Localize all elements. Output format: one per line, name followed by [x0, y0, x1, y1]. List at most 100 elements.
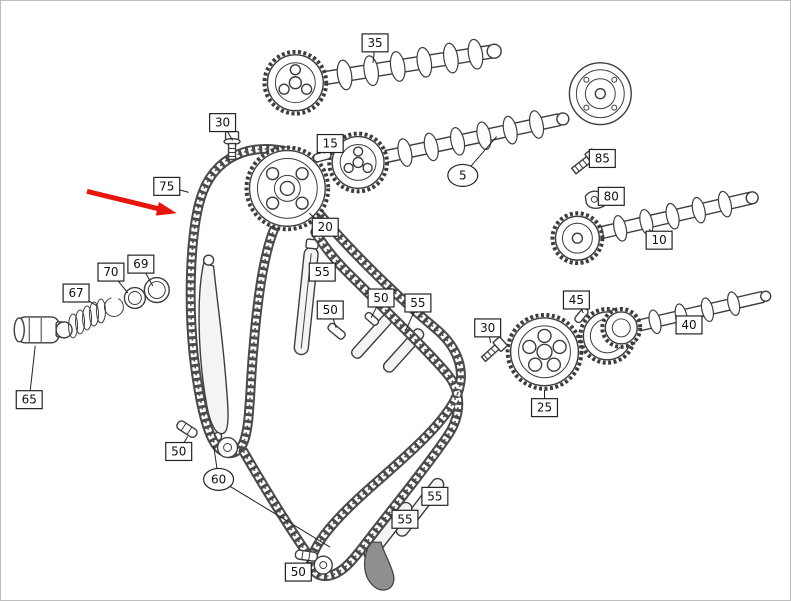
part-label-50[interactable]: 50: [284, 562, 312, 582]
part-label-50[interactable]: 50: [367, 288, 395, 308]
part-labels-layer: 30 35 15 5 85 80 10 75 20 55 70 69 67 50 55 50 30 45 40 65 2…: [15, 33, 703, 582]
timing-chain-link-strand: [238, 446, 314, 561]
part-number-55: 55: [397, 512, 412, 526]
part-label-55[interactable]: 55: [421, 486, 449, 506]
part-label-box-50[interactable]: [284, 562, 312, 582]
part-number-70: 70: [103, 265, 118, 279]
part-label-80[interactable]: 80: [597, 186, 625, 206]
part-label-55[interactable]: 55: [391, 509, 419, 529]
part-label-10[interactable]: 10: [645, 230, 673, 250]
part-label-40[interactable]: 40: [675, 315, 703, 335]
part-number-50: 50: [323, 303, 338, 317]
part-label-50[interactable]: 50: [316, 300, 344, 320]
crank-hub-bottom-inner: [319, 561, 328, 570]
part-label-55[interactable]: 55: [308, 262, 336, 282]
part-label-box-25[interactable]: [530, 398, 559, 418]
part-label-box-20[interactable]: [311, 217, 339, 237]
part-label-box-60[interactable]: [203, 467, 235, 491]
part-label-box-69[interactable]: [127, 254, 155, 274]
tensioner-rail-55-upper: [293, 238, 320, 356]
part-number-35: 35: [367, 36, 382, 50]
part-number-30: 30: [215, 116, 230, 130]
part-number-85: 85: [595, 151, 610, 165]
part-label-box-75[interactable]: [153, 176, 181, 196]
cam-sprocket-40: [578, 306, 643, 365]
camshaft-40: [636, 290, 772, 335]
part-label-box-10[interactable]: [645, 230, 673, 250]
part-label-box-67[interactable]: [62, 283, 90, 303]
part-label-box-30[interactable]: [474, 318, 502, 338]
part-label-30[interactable]: 30: [474, 318, 502, 338]
part-label-box-45[interactable]: [562, 290, 590, 310]
seal-ring-70: [143, 276, 170, 304]
part-label-70[interactable]: 70: [97, 262, 125, 282]
part-number-30: 30: [480, 321, 495, 335]
camshaft-35: [320, 38, 502, 91]
part-number-65: 65: [22, 393, 37, 407]
part-label-65[interactable]: 65: [15, 390, 43, 410]
guide-rail-long-60: [198, 254, 229, 442]
crank-hub-left-inner: [223, 443, 233, 452]
cam-sprocket-20: [244, 145, 331, 232]
crank-hub-bottom: [313, 555, 333, 575]
part-label-35[interactable]: 35: [361, 33, 389, 53]
part-number-45: 45: [569, 293, 584, 307]
cam-sprocket-10: [550, 211, 605, 266]
leader-line-60: [218, 478, 331, 548]
part-number-60: 60: [211, 472, 226, 486]
part-label-box-55[interactable]: [391, 509, 419, 529]
snap-ring-67: [103, 297, 124, 317]
part-label-30[interactable]: 30: [209, 113, 237, 133]
part-label-box-55[interactable]: [404, 293, 432, 313]
part-number-50: 50: [171, 444, 186, 458]
part-number-10: 10: [652, 233, 667, 247]
part-label-box-50[interactable]: [165, 441, 193, 462]
part-number-75: 75: [159, 179, 174, 193]
part-number-50: 50: [291, 565, 306, 579]
part-label-box-55[interactable]: [421, 486, 449, 506]
part-label-box-15[interactable]: [316, 133, 344, 154]
part-label-box-50[interactable]: [316, 300, 344, 320]
part-number-50: 50: [373, 291, 388, 305]
part-label-25[interactable]: 25: [530, 398, 559, 418]
part-label-69[interactable]: 69: [127, 254, 155, 274]
part-number-25: 25: [537, 401, 552, 415]
part-number-67: 67: [68, 286, 83, 300]
part-label-20[interactable]: 20: [311, 217, 339, 237]
pin-50-rail: [364, 311, 380, 326]
part-label-55[interactable]: 55: [404, 293, 432, 313]
part-label-85[interactable]: 85: [588, 148, 616, 169]
part-label-box-65[interactable]: [15, 390, 43, 410]
part-label-67[interactable]: 67: [62, 283, 90, 303]
part-label-box-85[interactable]: [588, 148, 616, 169]
part-number-69: 69: [133, 257, 148, 271]
part-label-box-5[interactable]: [447, 163, 479, 187]
bolt-30-bottom: [480, 336, 508, 363]
part-label-box-80[interactable]: [597, 186, 625, 206]
washer-69: [123, 286, 147, 310]
red-arrow: [86, 188, 177, 216]
part-label-5[interactable]: 5: [447, 163, 479, 187]
part-number-55: 55: [427, 489, 442, 503]
part-label-60[interactable]: 60: [203, 467, 235, 491]
part-number-55: 55: [315, 265, 330, 279]
part-number-20: 20: [318, 220, 333, 234]
camshaft-5: [383, 110, 570, 167]
part-label-box-55[interactable]: [308, 262, 336, 282]
part-label-box-70[interactable]: [97, 262, 125, 282]
part-label-75[interactable]: 75: [153, 176, 181, 196]
stud-50-left: [176, 420, 198, 439]
part-label-box-35[interactable]: [361, 33, 389, 53]
part-label-45[interactable]: 45: [562, 290, 590, 310]
part-label-box-50[interactable]: [367, 288, 395, 308]
part-label-box-40[interactable]: [675, 315, 703, 335]
part-label-15[interactable]: 15: [316, 133, 344, 154]
stud-50-bottom: [294, 549, 319, 562]
part-number-55: 55: [410, 296, 425, 310]
part-label-50[interactable]: 50: [165, 441, 193, 462]
cam-sprocket-35: [262, 49, 329, 116]
part-label-box-30[interactable]: [209, 113, 237, 133]
tensioner-spring: [68, 298, 106, 339]
